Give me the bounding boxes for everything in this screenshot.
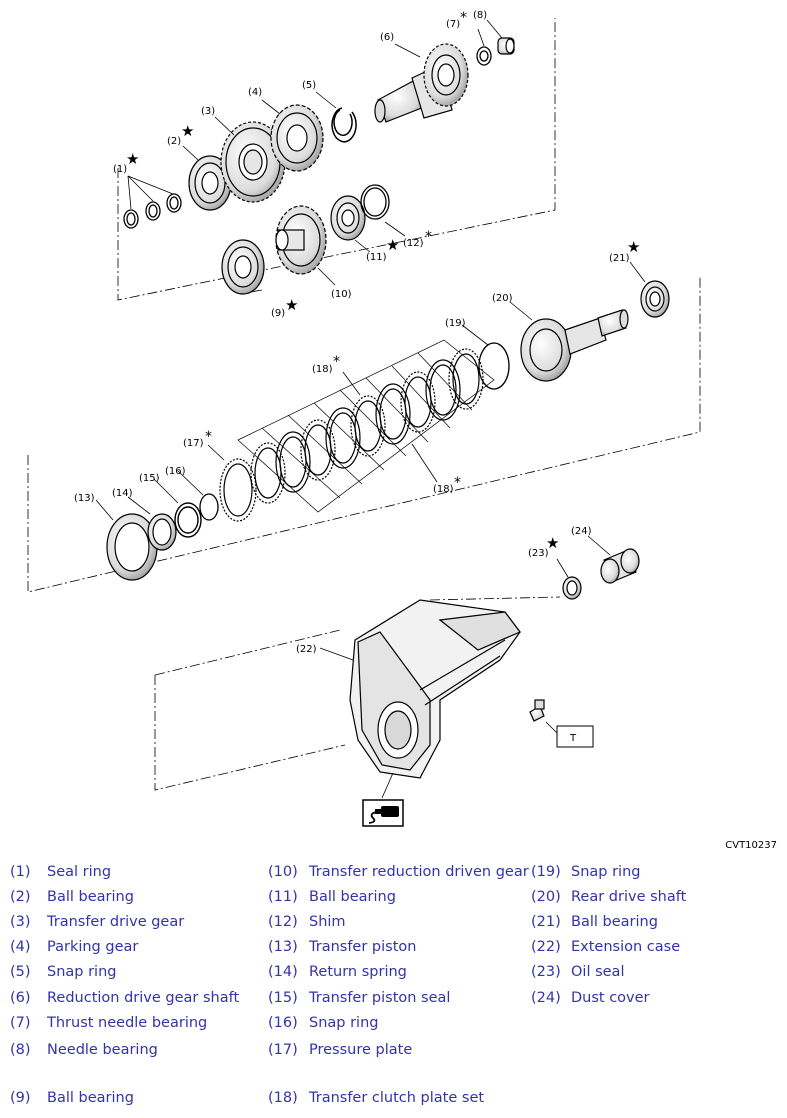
- asterisk-18-lower: *: [454, 475, 461, 491]
- callout-5: (5): [302, 80, 316, 91]
- star-9: ★: [285, 296, 298, 314]
- bolt: [529, 699, 545, 722]
- callout-22: (22): [296, 644, 317, 655]
- pressure-plate: [219, 458, 257, 522]
- snap-ring-5: [331, 107, 357, 143]
- star-21: ★: [627, 238, 640, 256]
- legend-item: (10)Transfer reduction driven gear: [268, 864, 529, 880]
- dust-cover: [600, 548, 640, 584]
- callout-17: (17): [183, 438, 204, 449]
- callout-1: (1): [113, 164, 127, 175]
- torque-label: T: [569, 733, 577, 744]
- extension-case: [349, 599, 521, 779]
- sealant-icon: [362, 799, 404, 827]
- star-11: ★: [386, 236, 399, 254]
- star-1: ★: [126, 150, 139, 168]
- callout-15: (15): [139, 473, 160, 484]
- asterisk-17: *: [205, 429, 212, 445]
- rear-drive-shaft: [520, 309, 629, 382]
- ball-bearing-11: [330, 195, 366, 241]
- figure-code: CVT10237: [725, 840, 777, 851]
- callout-labels: (1) (2) (3) (4) (5) (6) (7) (8) (9) (10)…: [74, 10, 630, 655]
- legend-item: (16)Snap ring: [268, 1015, 379, 1031]
- legend-item: (2)Ball bearing: [10, 889, 134, 905]
- ball-bearing-9: [221, 239, 265, 295]
- callout-14: (14): [112, 488, 133, 499]
- legend-item: (20)Rear drive shaft: [531, 889, 687, 905]
- legend-item: (5)Snap ring: [10, 964, 117, 980]
- callout-18-upper: (18): [312, 364, 333, 375]
- callout-2: (2): [167, 136, 181, 147]
- clutch-plates: [250, 348, 484, 504]
- callout-9: (9): [271, 308, 285, 319]
- transfer-reduction-driven-gear: [275, 205, 327, 275]
- callout-13: (13): [74, 493, 95, 504]
- reference-frames: [27, 18, 701, 791]
- legend-item: (8)Needle bearing: [10, 1042, 158, 1058]
- snap-ring-16: [199, 493, 219, 521]
- return-spring: [147, 513, 177, 551]
- torque-box: T: [556, 725, 594, 748]
- asterisk-7: *: [460, 10, 467, 26]
- legend-item: (13)Transfer piston: [268, 939, 417, 955]
- lower-frame-line-top: [154, 629, 341, 676]
- legend-item: (17)Pressure plate: [268, 1042, 413, 1058]
- callout-21: (21): [609, 253, 630, 264]
- transfer-piston-seal: [174, 502, 202, 538]
- callout-18-lower: (18): [433, 484, 454, 495]
- callout-20: (20): [492, 293, 513, 304]
- parts-legend: (1)Seal ring (2)Ball bearing (3)Transfer…: [0, 864, 787, 1114]
- callout-12: (12): [403, 238, 424, 249]
- thrust-needle-bearing: [476, 46, 492, 66]
- legend-item: (21)Ball bearing: [531, 914, 658, 930]
- callout-24: (24): [571, 526, 592, 537]
- legend-item: (15)Transfer piston seal: [268, 990, 451, 1006]
- legend-item: (6)Reduction drive gear shaft: [10, 990, 240, 1006]
- legend-item: (7)Thrust needle bearing: [10, 1015, 208, 1031]
- leader-lines: [95, 19, 646, 799]
- callout-10: (10): [331, 289, 352, 300]
- star-23: ★: [546, 534, 559, 552]
- seal-rings: [123, 175, 182, 229]
- callout-11: (11): [366, 252, 387, 263]
- legend-item: (22)Extension case: [531, 939, 681, 955]
- exploded-parts-diagram: (1) (2) (3) (4) (5) (6) (7) (8) (9) (10)…: [27, 10, 701, 827]
- legend-item: (24)Dust cover: [531, 990, 650, 1006]
- legend-item: (11)Ball bearing: [268, 889, 396, 905]
- transfer-piston: [106, 513, 158, 581]
- legend-item: (12)Shim: [268, 914, 346, 930]
- oil-seal: [562, 576, 582, 600]
- shim: [360, 184, 390, 220]
- legend-item: (23)Oil seal: [531, 964, 625, 980]
- asterisk-12: *: [425, 229, 432, 245]
- lower-frame-line-right: [429, 596, 561, 601]
- callout-19: (19): [445, 318, 466, 329]
- ball-bearing-21: [640, 280, 670, 318]
- legend-item: (14)Return spring: [268, 964, 407, 980]
- note-symbols: ★ ★ ★ ★ ★ ★ * * * * *: [126, 10, 640, 552]
- needle-bearing: [497, 37, 515, 55]
- callout-8: (8): [473, 10, 487, 21]
- snap-ring-19: [478, 342, 510, 390]
- legend-item: (19)Snap ring: [531, 864, 641, 880]
- lower-frame-line-left: [154, 675, 346, 791]
- legend-item: (4)Parking gear: [10, 939, 139, 955]
- legend-item: (3)Transfer drive gear: [10, 914, 185, 930]
- parking-gear: [270, 104, 324, 172]
- callout-6: (6): [380, 32, 394, 43]
- reduction-drive-gear-shaft: [374, 43, 469, 123]
- callout-16: (16): [165, 466, 186, 477]
- legend-item: (18)Transfer clutch plate set: [268, 1090, 485, 1106]
- callout-4: (4): [248, 87, 262, 98]
- callout-3: (3): [201, 106, 215, 117]
- star-2: ★: [181, 122, 194, 140]
- clutch-plate-set-box: [237, 339, 495, 513]
- asterisk-18-upper: *: [333, 354, 340, 370]
- legend-item: (1)Seal ring: [10, 864, 112, 880]
- callout-23: (23): [528, 548, 549, 559]
- middle-frame-lines: [27, 275, 701, 593]
- legend-item: (9)Ball bearing: [10, 1090, 134, 1106]
- callout-7: (7): [446, 19, 460, 30]
- upper-frame-lines: [117, 18, 556, 301]
